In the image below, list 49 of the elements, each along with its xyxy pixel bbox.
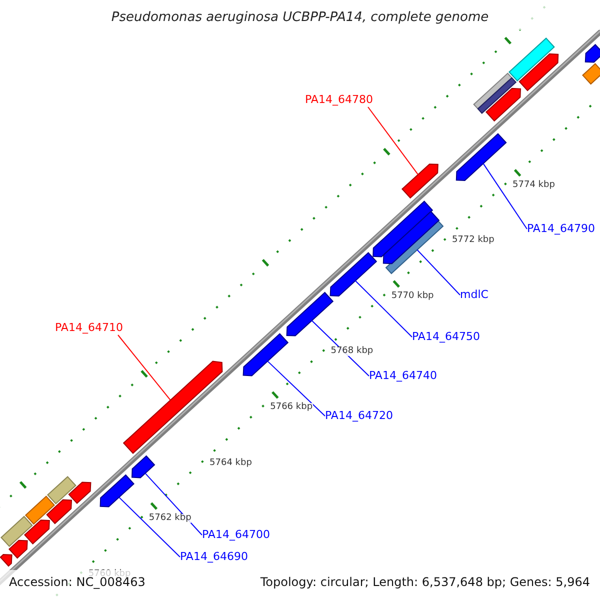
gene-label: PA14_64780	[305, 94, 373, 105]
gene-feature	[382, 210, 440, 264]
leader-line	[144, 472, 202, 536]
scale-label: 5766 kbp	[270, 402, 313, 412]
gene-feature	[486, 88, 522, 122]
gene-feature	[372, 200, 434, 258]
gene-label: PA14_64740	[369, 370, 437, 381]
gene-feature	[24, 520, 50, 544]
gene-feature	[330, 252, 378, 296]
leader-line	[482, 163, 528, 230]
leader-line	[354, 280, 412, 338]
leader-line	[118, 334, 171, 401]
gene-feature	[473, 72, 517, 114]
gene-label: PA14_64720	[325, 410, 393, 421]
gene-feature	[456, 133, 507, 181]
gene-feature	[24, 496, 55, 525]
gene-feature	[100, 474, 134, 508]
gene-feature	[122, 360, 223, 454]
scale-label: 5762 kbp	[148, 514, 192, 524]
gene-feature	[286, 292, 334, 336]
gene-label: PA14_64690	[180, 551, 248, 562]
gene-feature	[582, 63, 600, 85]
scale-label: 5772 kbp	[452, 236, 494, 246]
genome-summary-text: Topology: circular; Length: 6,537,648 bp; Genes: 5,964	[260, 576, 590, 588]
gene-label: PA14_64790	[527, 223, 595, 234]
gene-feature	[242, 333, 289, 376]
gene-feature	[0, 554, 12, 567]
scale-label: 5764 kbp	[210, 458, 252, 468]
leader-line	[416, 249, 460, 296]
gene-label: mdlC	[460, 289, 488, 300]
leader-line	[267, 360, 326, 416]
gene-feature	[47, 476, 76, 504]
leader-line	[118, 496, 180, 558]
scale-label: 5770 kbp	[391, 292, 434, 301]
gene-feature	[68, 482, 92, 504]
scale-label: 5768 kbp	[330, 347, 374, 356]
leader-line	[368, 106, 419, 176]
gene-feature	[508, 38, 555, 82]
gene-label: PA14_64700	[202, 529, 270, 540]
accession-text: Accession: NC_008463	[9, 576, 146, 588]
scale-label: 5774 kbp	[512, 180, 555, 190]
gene-feature	[46, 499, 72, 524]
gene-label: PA14_64710	[55, 322, 123, 333]
gene-feature	[8, 540, 28, 559]
gene-feature	[518, 53, 559, 92]
gene-feature	[0, 516, 33, 547]
gene-feature	[584, 44, 600, 63]
gene-label: PA14_64750	[412, 331, 480, 342]
title: Pseudomonas aeruginosa UCBPP-PA14, complete genome	[110, 11, 490, 24]
